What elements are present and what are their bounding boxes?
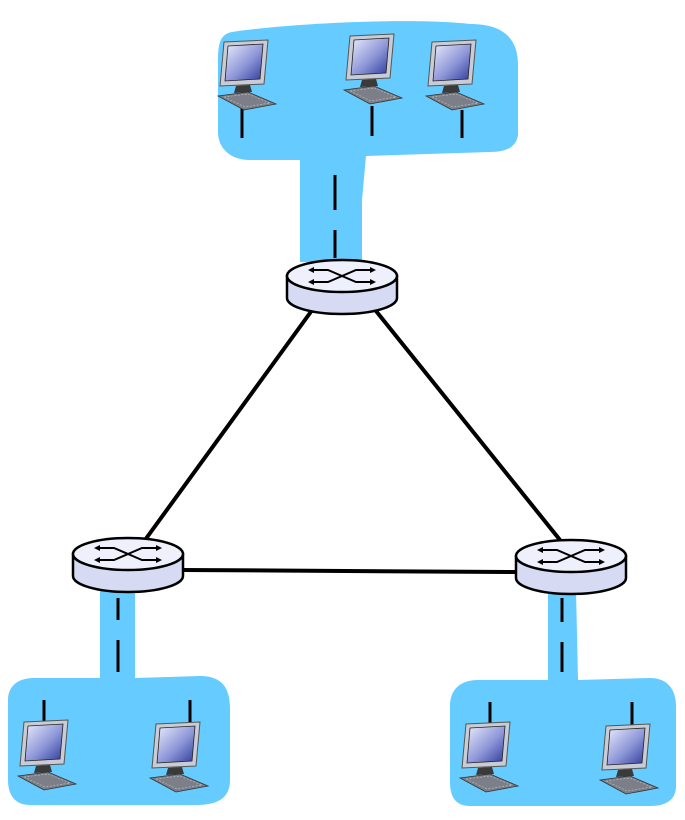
- link-left-right: [180, 568, 518, 574]
- router-icon: [514, 538, 628, 596]
- subnet-bottom-right-cables: [488, 598, 634, 726]
- subnet-top-cables: [240, 106, 464, 258]
- link-top-right: [370, 304, 562, 542]
- link-top-left: [143, 300, 320, 542]
- subnet-bottom-left-cables: [42, 598, 192, 724]
- router-icon: [285, 258, 399, 316]
- router-icon: [71, 536, 185, 594]
